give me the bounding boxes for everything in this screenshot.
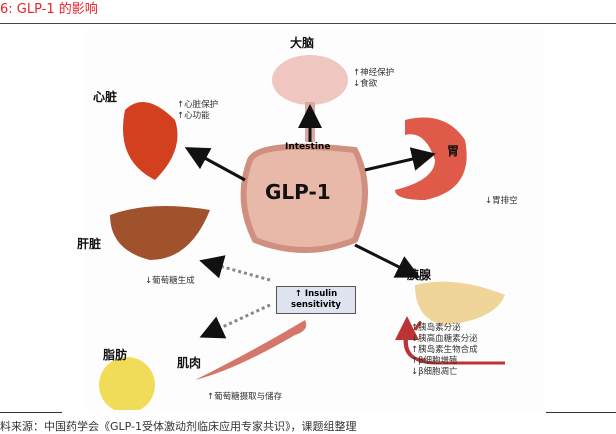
footer-rule-right	[546, 412, 616, 413]
glp1-center-label: GLP-1	[265, 180, 331, 204]
fat-icon	[99, 357, 155, 410]
muscle-effects: ↑葡萄糖摄取与储存	[207, 392, 283, 402]
stomach-label: 胃	[447, 144, 460, 158]
fat-label: 脂肪	[103, 348, 128, 362]
brain-effects: ↑神经保护↓食欲	[353, 68, 395, 89]
muscle-label: 肌肉	[177, 356, 202, 370]
brain-icon	[272, 55, 348, 105]
insulin-sensitivity-box: ↑ Insulin sensitivity	[276, 286, 356, 314]
muscle-icon	[195, 320, 307, 380]
source-note: 料来源：中国药学会《GLP-1受体激动剂临床应用专家共识》，课题组整理	[0, 420, 357, 433]
brain-label: 大脑	[290, 36, 315, 50]
stomach-effects: ↓胃排空	[485, 196, 518, 206]
figure-title: 6: GLP-1 的影响	[0, 2, 98, 17]
intestine-label: Intestine	[285, 142, 331, 152]
liver-icon	[110, 206, 210, 260]
organ-illustrations	[99, 55, 505, 410]
glp1-figure: 大脑 ↑神经保护↓食欲 心脏 ↑心脏保护↑心功能 胃 ↓胃排空 肝脏 ↓葡萄糖生…	[77, 30, 545, 410]
heart-label: 心脏	[93, 90, 118, 104]
liver-effects: ↓葡萄糖生成	[145, 276, 195, 286]
stomach-icon	[395, 117, 467, 200]
pancreas-icon	[415, 281, 505, 325]
footer-rule-left	[0, 412, 62, 413]
divider	[0, 23, 616, 24]
liver-label: 肝脏	[77, 237, 102, 251]
heart-effects: ↑心脏保护↑心功能	[177, 100, 219, 121]
pancreas-label: 胰腺	[407, 268, 432, 282]
pancreas-effects: ↑胰岛素分泌↓胰高血糖素分泌↑胰岛素生物合成↑β细胞增殖↓β细胞凋亡	[411, 323, 478, 377]
heart-icon	[123, 102, 178, 180]
intestine-icon	[240, 143, 368, 253]
